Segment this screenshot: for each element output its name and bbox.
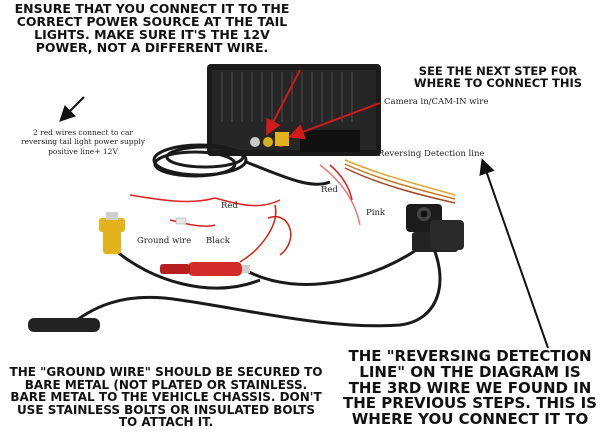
label-red-1: Red	[221, 201, 238, 211]
label-ground-wire: Ground wire	[137, 236, 192, 246]
label-pink: Pink	[366, 208, 386, 218]
arrow-top	[266, 69, 301, 136]
backup-camera	[406, 204, 464, 252]
caption-reversing-line: THE "REVERSING DETECTION LINE" ON THE DI…	[343, 347, 597, 428]
label-camera-in: Camera in/CAM-IN wire	[384, 97, 489, 107]
arrow-camera-in	[288, 102, 381, 140]
head-unit	[207, 64, 381, 156]
ground-terminal	[175, 217, 187, 225]
video-cable	[69, 238, 442, 328]
arrow-reversing-line	[479, 158, 549, 349]
label-black: Black	[206, 236, 230, 246]
caption-next-step: SEE THE NEXT STEP FOR WHERE TO CONNECT T…	[413, 64, 583, 91]
arrow-red-wires	[59, 96, 85, 122]
cable-coil	[152, 143, 331, 186]
cable-connector	[28, 318, 100, 332]
label-red-wires: 2 red wires connect to car reversing tai…	[20, 128, 146, 156]
caption-power-source: ENSURE THAT YOU CONNECT IT TO THE CORREC…	[14, 1, 290, 56]
red-rca-connector	[160, 262, 250, 276]
thin-wires	[129, 159, 456, 263]
yellow-rca-connector	[99, 212, 125, 254]
label-reversing-detection: Reversing Detection line	[378, 149, 485, 159]
caption-ground-wire: THE "GROUND WIRE" SHOULD BE SECURED TO B…	[9, 365, 323, 430]
label-red-2: Red	[321, 185, 338, 195]
